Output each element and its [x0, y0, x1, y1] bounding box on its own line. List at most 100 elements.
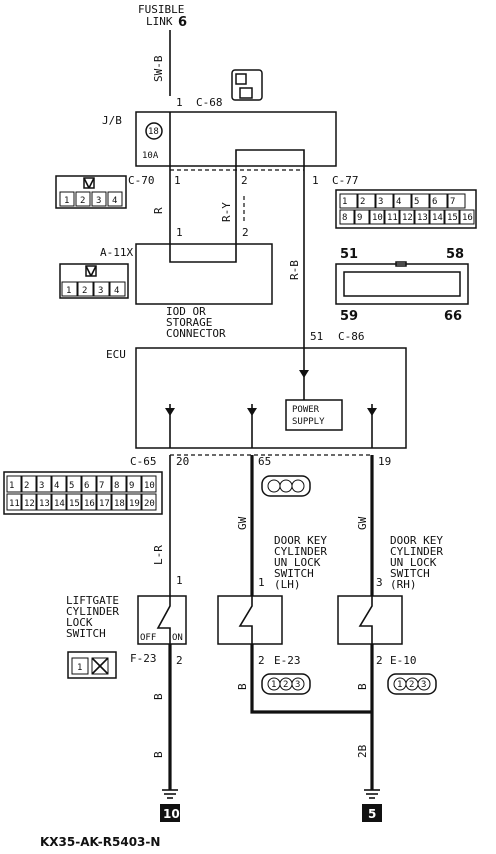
c70-pin-1: 1	[64, 196, 69, 206]
connector-pin-label: 6	[432, 197, 437, 207]
connector-pin-label: 19	[129, 499, 140, 509]
c70-pin-b: 2	[241, 174, 248, 187]
iod-label-2: STORAGE	[166, 316, 212, 329]
e10-icon-pin-1: 1	[397, 680, 402, 690]
ecu-box	[135, 347, 407, 449]
wire-color-2b: 2B	[356, 744, 369, 758]
c77-name: C-77	[332, 174, 359, 187]
e10-icon-pin-3: 3	[421, 680, 426, 690]
c68-name: C-68	[196, 96, 223, 109]
wire-color-b-2: B	[152, 751, 165, 758]
ecu-label: ECU	[106, 348, 126, 361]
c86-face-66: 66	[444, 309, 462, 324]
connector-pin-label: 7	[99, 481, 104, 491]
a11x-name: A-11X	[100, 246, 133, 259]
connector-pin-label: 10	[144, 481, 155, 491]
wire-b-lh	[250, 644, 372, 714]
c65-name: C-65	[130, 455, 157, 468]
power-supply-label-1: POWER	[292, 405, 320, 415]
a11x-pin-b: 2	[242, 226, 249, 239]
c65-pin-65: 65	[258, 455, 271, 468]
connector-pin-label: 7	[450, 197, 455, 207]
connector-pin-label: 12	[402, 213, 413, 223]
a11x-pin-a: 1	[176, 226, 183, 239]
e10-icon-pin-2: 2	[409, 680, 414, 690]
iod-label-3: CONNECTOR	[166, 327, 226, 340]
liftgate-on: ON	[172, 633, 183, 643]
connector-pin-label: 1	[342, 197, 347, 207]
f23-name: F-23	[130, 652, 157, 665]
door-key-cylinder-unlock-switch-rh	[337, 595, 403, 645]
fusible-link-number: 6	[178, 15, 187, 30]
power-supply-box	[285, 399, 343, 431]
e23-pin-2: 2	[258, 654, 265, 667]
connector-pin-label: 9	[129, 481, 134, 491]
connector-e10-icon: 1 2 3	[387, 673, 437, 695]
connector-pin-label: 3	[39, 481, 44, 491]
wire-color-b-1: B	[152, 693, 165, 700]
c77-pin: 1	[312, 174, 319, 187]
connector-pin-label: 14	[54, 499, 65, 509]
connector-pin-label: 1	[9, 481, 14, 491]
connector-c86-icon	[335, 261, 469, 305]
rh-label-3: UN LOCK	[390, 556, 437, 569]
c70-pin-3: 3	[96, 196, 101, 206]
lh-label-4: SWITCH	[274, 567, 314, 580]
c70-pin-2: 2	[80, 196, 85, 206]
connector-pin-label: 6	[84, 481, 89, 491]
connector-pin-label: 4	[396, 197, 401, 207]
wire-color-r-y: R-Y	[220, 202, 233, 222]
a11x-pin-4: 4	[114, 286, 119, 296]
c86-name: C-86	[338, 330, 365, 343]
e23-pin-1: 1	[258, 576, 265, 589]
wire-color-gw-lh: GW	[236, 516, 249, 530]
connector-pin-label: 15	[69, 499, 80, 509]
connector-pin-label: 10	[372, 213, 383, 223]
liftgate-label-4: SWITCH	[66, 627, 106, 640]
power-supply-label-2: SUPPLY	[292, 417, 325, 427]
connector-pin-label: 11	[387, 213, 398, 223]
e10-pin-3: 3	[376, 576, 383, 589]
c86-face-58: 58	[446, 247, 464, 262]
ground-10-label: 10	[163, 807, 180, 821]
connector-pin-label: 5	[69, 481, 74, 491]
door-key-cylinder-unlock-switch-lh	[217, 595, 283, 645]
wire-color-gw-rh: GW	[356, 516, 369, 530]
c70-name: C-70	[128, 174, 155, 187]
connector-pin-label: 4	[54, 481, 59, 491]
ground-point-5	[362, 804, 382, 822]
connector-c70-icon: 1 2 3 4	[55, 175, 127, 209]
e23-icon-pin-3: 3	[295, 680, 300, 690]
fuse-amp: 10A	[142, 151, 159, 161]
connector-f23-icon: 1	[67, 651, 117, 679]
lh-label-2: CYLINDER	[274, 545, 327, 558]
fuse-number: 18	[148, 127, 159, 137]
connector-round-icon	[261, 475, 311, 497]
fusible-link-label-2: LINK	[146, 15, 173, 28]
ground-5-label: 5	[368, 807, 376, 821]
c65-pin-20: 20	[176, 455, 189, 468]
connector-icon-c68	[231, 69, 263, 101]
e23-name: E-23	[274, 654, 301, 667]
wire-color-l-r: L-R	[152, 545, 165, 565]
c70-pin-4: 4	[112, 196, 117, 206]
c86-pin: 51	[310, 330, 323, 343]
connector-pin-label: 5	[414, 197, 419, 207]
c70-pin-a: 1	[174, 174, 181, 187]
connector-pin-label: 20	[144, 499, 155, 509]
f23-pin-1: 1	[176, 574, 183, 587]
rh-label-2: CYLINDER	[390, 545, 443, 558]
liftgate-off: OFF	[140, 633, 156, 643]
diagram-code: KX35-AK-R5403-N	[40, 835, 160, 849]
wire-color-b-lh: B	[236, 683, 249, 690]
diode-icon	[299, 370, 309, 378]
connector-pin-label: 11	[9, 499, 20, 509]
lh-label-3: UN LOCK	[274, 556, 321, 569]
c86-face-51: 51	[340, 247, 358, 262]
wire-color-r: R	[152, 207, 165, 214]
rh-label-5: (RH)	[390, 578, 417, 591]
c86-face-59: 59	[340, 309, 358, 324]
lh-label-5: (LH)	[274, 578, 301, 591]
